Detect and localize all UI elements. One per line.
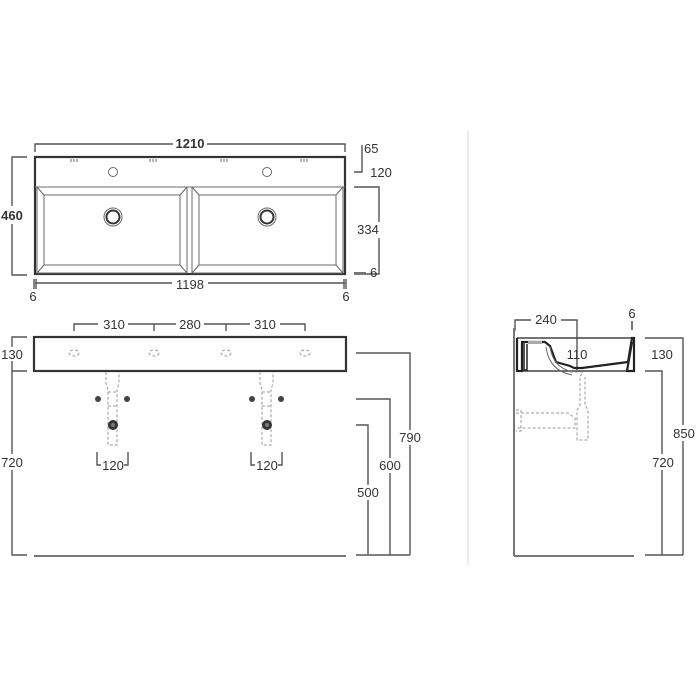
overflow-marks (70, 159, 308, 162)
dim-hole-spacing: 310 280 310 (73, 317, 306, 332)
dim-overall-depth: 460 (0, 156, 27, 276)
svg-text:6: 6 (29, 289, 36, 304)
svg-text:720: 720 (1, 455, 23, 470)
top-view: 1210 460 (0, 136, 394, 304)
basin-section (515, 336, 636, 376)
svg-text:110: 110 (567, 347, 588, 362)
front-view: 310 280 310 130 720 (0, 317, 424, 557)
svg-text:500: 500 (357, 485, 379, 500)
svg-text:334: 334 (357, 222, 379, 237)
waste-right: 120 (249, 372, 284, 473)
dim-right-stack: 65 120 334 6 (354, 141, 394, 280)
svg-text:310: 310 (254, 317, 276, 332)
tap-hole-right (262, 167, 272, 177)
svg-text:1198: 1198 (176, 277, 204, 292)
svg-text:310: 310 (103, 317, 125, 332)
svg-text:120: 120 (370, 165, 392, 180)
side-view: 240 6 110 130 (513, 306, 698, 557)
bowl-left (36, 186, 188, 274)
svg-text:6: 6 (342, 289, 349, 304)
svg-text:120: 120 (102, 458, 124, 473)
svg-text:120: 120 (256, 458, 278, 473)
dim-inner-width: 1198 6 6 (29, 277, 350, 304)
svg-text:1210: 1210 (176, 136, 205, 151)
basin-front-outline (32, 335, 348, 373)
dim-drain-offset: 240 (514, 312, 578, 370)
svg-text:720: 720 (652, 455, 674, 470)
dim-overall-width: 1210 (34, 136, 346, 152)
svg-text:280: 280 (179, 317, 201, 332)
tap-hole-left (108, 167, 118, 177)
svg-text:65: 65 (364, 141, 378, 156)
bowl-right (191, 186, 344, 274)
svg-text:460: 460 (1, 208, 23, 223)
svg-text:790: 790 (399, 430, 421, 445)
dim-right-heights: 790 600 500 (355, 352, 424, 556)
svg-text:130: 130 (651, 347, 673, 362)
svg-text:240: 240 (535, 312, 557, 327)
svg-text:130: 130 (1, 347, 23, 362)
dim-left-heights: 130 720 (0, 336, 27, 556)
svg-text:6: 6 (370, 265, 377, 280)
trap-dashed (516, 371, 589, 441)
svg-text:850: 850 (673, 426, 695, 441)
svg-text:600: 600 (379, 458, 401, 473)
dim-side-heights: 130 850 720 (645, 337, 698, 556)
front-tap-holes (68, 349, 311, 357)
svg-text:6: 6 (628, 306, 635, 321)
basin-top-outline (33, 155, 347, 276)
waste-left: 120 (95, 372, 130, 473)
